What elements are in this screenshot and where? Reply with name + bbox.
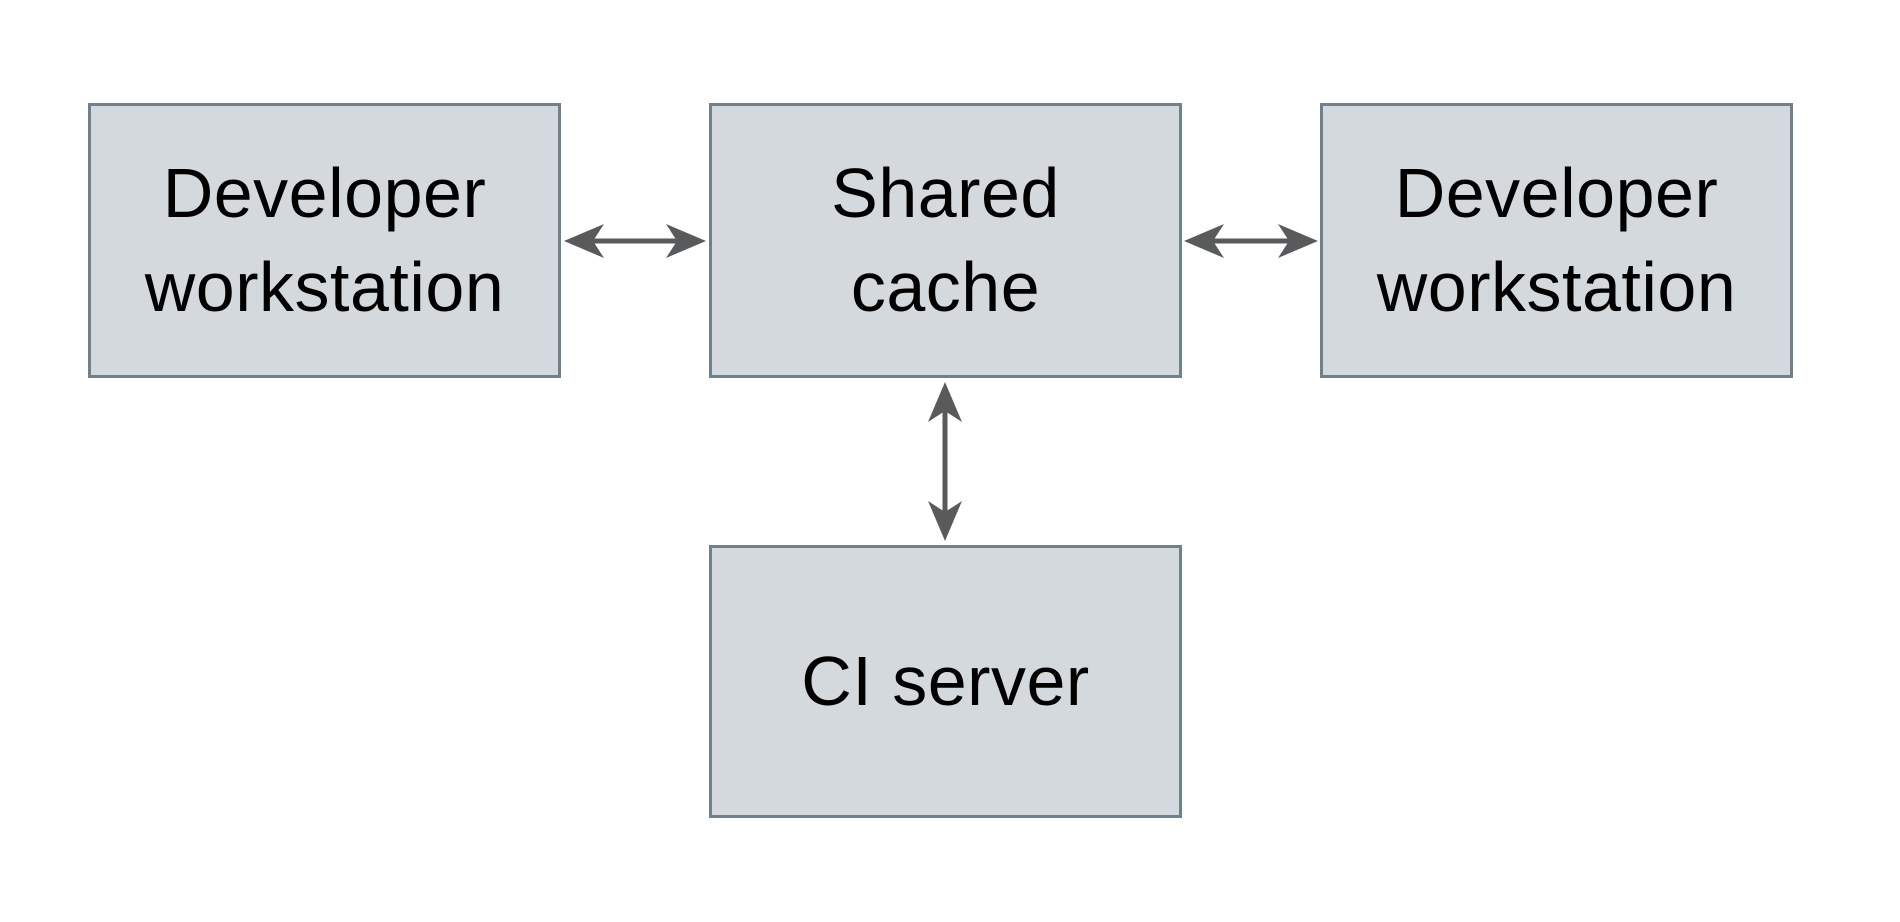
node-shared-cache: Shared cache <box>709 103 1182 378</box>
node-ci-server: CI server <box>709 545 1182 818</box>
node-developer-workstation-right: Developer workstation <box>1320 103 1793 378</box>
double-arrow-cache-devright-icon <box>1184 224 1318 258</box>
node-label: Developer workstation <box>144 154 505 326</box>
double-arrow-cache-ci-icon <box>928 382 962 541</box>
node-label: Shared cache <box>831 154 1060 326</box>
node-label: Developer workstation <box>1376 154 1737 326</box>
node-label: CI server <box>801 641 1090 720</box>
node-developer-workstation-left: Developer workstation <box>88 103 561 378</box>
double-arrow-devleft-cache-icon <box>564 224 706 258</box>
